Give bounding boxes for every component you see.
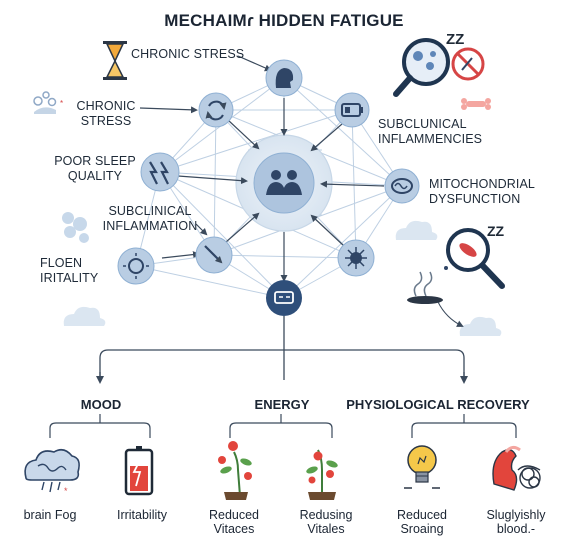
label-chronic-stress-left: CHRONIC STRESS (76, 99, 136, 128)
node-sun-face (117, 247, 155, 285)
node-battery-check (334, 92, 370, 128)
node-head-silhouette (265, 59, 303, 97)
section-mood: MOOD (80, 397, 122, 412)
zzz-mid-text: ZZ (487, 223, 505, 239)
svg-text:*: * (64, 486, 68, 496)
no-sign-icon (451, 47, 485, 81)
node-mitochondria (384, 168, 420, 204)
magnifier-germs-icon (393, 38, 450, 97)
label-poor-sleep: POOR SLEEP QUALITY (54, 154, 136, 183)
outcome-reduced-sroaing: Reduced Sroaing (396, 508, 448, 536)
bubbles-decoration-icon: * (33, 91, 63, 114)
section-energy: ENERGY (254, 397, 310, 412)
battery-low-icon (124, 446, 154, 496)
outcome-redusing-vitales: Redusing Vitales (299, 508, 353, 536)
page-title: MECHAIMɾ HIDDEN FATIGUE (164, 11, 404, 30)
brain-fog-cloud-icon: * (24, 448, 80, 496)
node-cycle-arrows (198, 92, 234, 128)
label-subclinical-inflammation: SUBCLINICAL INFLAMMATION (102, 204, 198, 233)
zzz-top-text: ZZ (446, 31, 464, 48)
hub-arrows (139, 55, 385, 282)
hourglass-icon (103, 41, 127, 80)
outcome-reduced-vitaces: Reduced Vitaces (208, 508, 260, 536)
steam-plate-icon (407, 271, 464, 327)
node-virus (337, 239, 375, 277)
tree-connectors (96, 316, 468, 384)
plant-tomato-icon (218, 441, 252, 500)
node-lightning (140, 152, 180, 192)
outcome-brain-fog: brain Fog (23, 508, 77, 522)
central-hub (235, 134, 333, 232)
cloud-icon (63, 220, 502, 336)
label-subclinical-inflammencies: SUBCLUNICAL INFLAMMENCIES (378, 117, 483, 146)
node-arrow-down (195, 236, 233, 274)
magnifier-bacteria-icon (444, 228, 505, 289)
label-floen-irritality: FLOEN IRITALITY (40, 256, 99, 285)
plant-tomato-icon (306, 449, 338, 500)
svg-text:*: * (60, 99, 63, 108)
outcome-sluglyishly: Sluglyishly blood.- (486, 508, 546, 536)
two-people-icon (266, 170, 302, 195)
label-chronic-stress-top: CHRONIC STRESS (131, 47, 245, 61)
section-brackets (49, 414, 517, 438)
lightbulb-icon (404, 445, 440, 489)
bone-icon (461, 98, 491, 110)
outcome-irritability: Irritability (116, 508, 167, 522)
cells-decoration-icon (62, 212, 89, 243)
muscle-tangle-icon (492, 445, 541, 491)
label-mitochondrial: MITOCHONDRIAL DYSFUNCTION (429, 177, 535, 206)
section-physiological-recovery: PHYSIOLOGICAL RECOVERY (346, 397, 530, 412)
node-dark-bottom (266, 280, 302, 316)
